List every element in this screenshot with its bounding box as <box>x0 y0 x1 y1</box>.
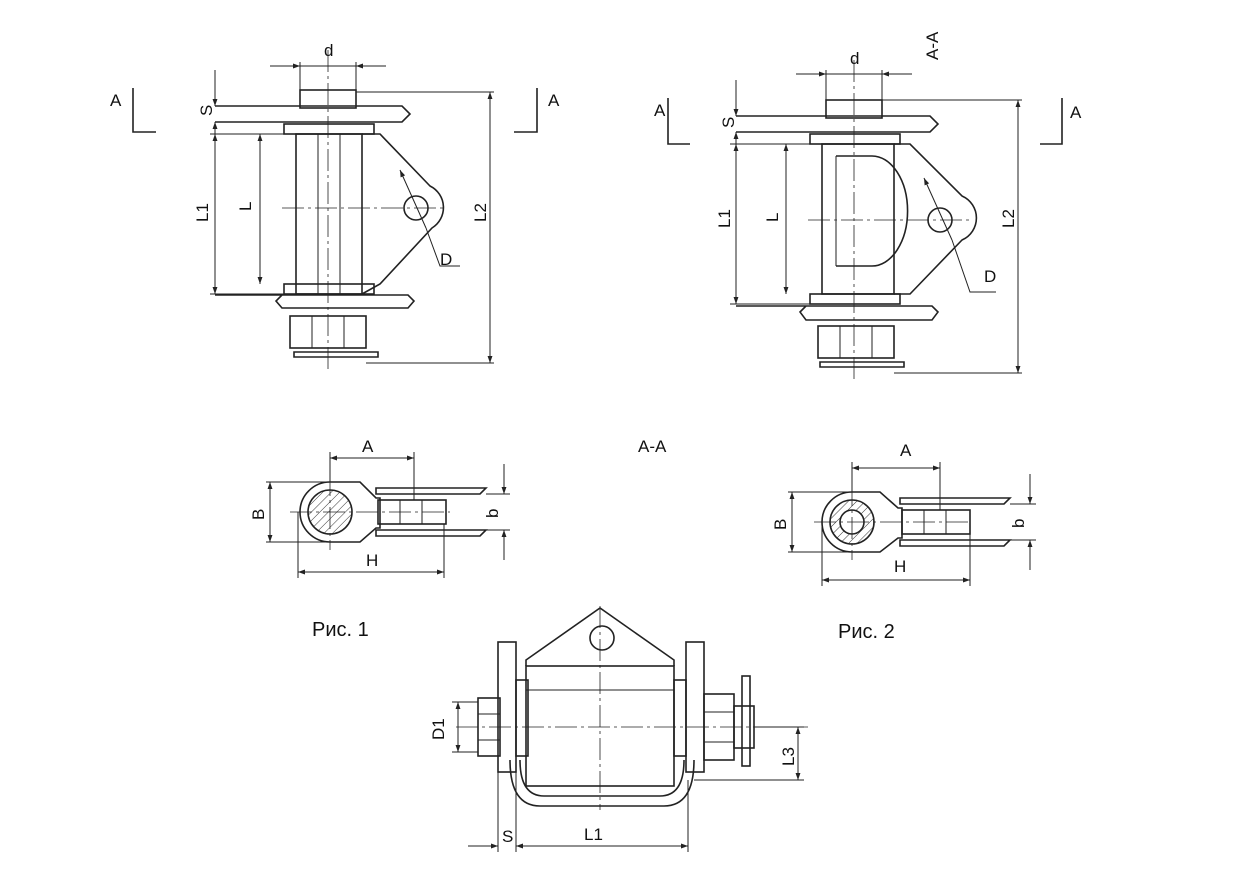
fig2-label-d: d <box>850 49 859 68</box>
side-view <box>452 606 810 852</box>
sec1-label-b-lower: b <box>483 509 502 518</box>
fig2-label-a-right: A <box>1070 103 1082 122</box>
fig2-label-l2: L2 <box>999 209 1018 228</box>
sec2-label-b-lower: b <box>1009 519 1028 528</box>
sec1-label-h: H <box>366 551 378 570</box>
fig1-section-aa <box>266 452 510 578</box>
fig2-section-aa <box>788 462 1036 586</box>
section-aa-title: A-A <box>638 437 667 456</box>
sec2-label-a: A <box>900 441 912 460</box>
sec1-label-b-upper: B <box>249 509 268 520</box>
fig1-label-l: L <box>236 202 255 211</box>
sec2-label-b-upper: B <box>771 519 790 530</box>
side-label-l3: L3 <box>779 747 798 766</box>
fig1-label-d: d <box>324 41 333 60</box>
fig2-label-l1: L1 <box>715 209 734 228</box>
fig2-label-aa-top: A-A <box>923 31 942 60</box>
fig1-label-a-right: A <box>548 91 560 110</box>
fig1-label-l2: L2 <box>471 203 490 222</box>
sec1-label-a: A <box>362 437 374 456</box>
fig2-label-a-left: A <box>654 101 666 120</box>
fig1-front-view <box>132 50 538 372</box>
fig2-label-l: L <box>763 213 782 222</box>
fig1-label-dia: D <box>440 250 452 269</box>
fig2-label-s: S <box>719 117 738 128</box>
fig2-front-view <box>667 60 1063 382</box>
fig1-label-a-left: A <box>110 91 122 110</box>
fig1-label-l1: L1 <box>193 203 212 222</box>
side-label-l1: L1 <box>584 825 603 844</box>
caption-fig2: Рис. 2 <box>838 621 895 643</box>
side-label-s: S <box>502 827 513 846</box>
fig1-label-s: S <box>197 105 216 116</box>
fig2-label-dia: D <box>984 267 996 286</box>
caption-fig1: Рис. 1 <box>312 619 369 641</box>
sec2-label-h: H <box>894 557 906 576</box>
side-label-d1: D1 <box>429 718 448 740</box>
